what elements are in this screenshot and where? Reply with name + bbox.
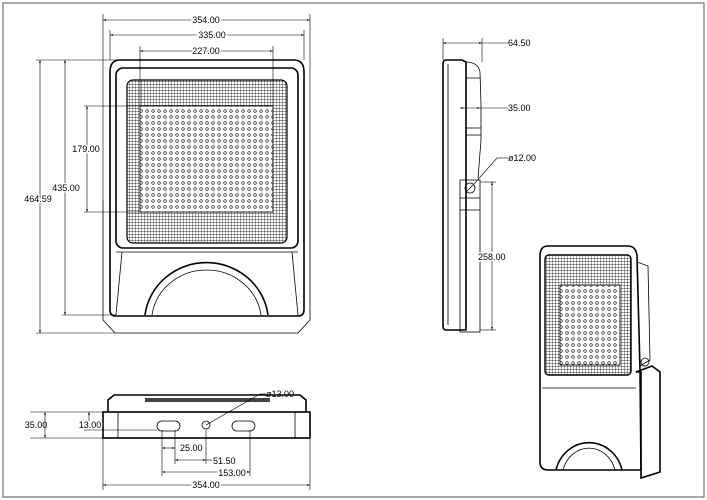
dim-hole-diameter: ø13.00 bbox=[266, 389, 294, 399]
dim-slot-length: 25.00 bbox=[180, 443, 203, 453]
dim-bottom-overall-width: 354.00 bbox=[192, 480, 220, 490]
pivot-bolt bbox=[464, 182, 476, 194]
dim-overall-height: 464.59 bbox=[24, 194, 52, 204]
arch bbox=[144, 261, 269, 316]
dim-pivot-diameter: ø12.00 bbox=[508, 153, 536, 163]
dim-side-depth: 64.50 bbox=[508, 38, 531, 48]
top-plate bbox=[107, 394, 307, 412]
mounting-hole bbox=[201, 420, 211, 430]
side-view: 64.50 35.00 ø12.00 258.00 bbox=[442, 38, 536, 333]
iso-bracket bbox=[635, 365, 661, 480]
dim-body-depth: 35.00 bbox=[508, 103, 531, 113]
side-housing bbox=[442, 59, 467, 331]
isometric-view bbox=[539, 245, 661, 480]
bottom-view: ø13.00 35.00 13.00 25.00 51.50 153.00 35… bbox=[25, 389, 311, 492]
dim-led-height: 179.00 bbox=[72, 144, 100, 154]
dim-frame-width: 335.00 bbox=[198, 30, 226, 40]
mounting-slot bbox=[231, 420, 256, 432]
bracket bbox=[459, 179, 481, 333]
dim-frame-height: 435.00 bbox=[52, 183, 80, 193]
dim-depth: 35.00 bbox=[25, 420, 48, 430]
dim-bracket-length: 258.00 bbox=[478, 252, 506, 262]
dim-slot-spacing: 153.00 bbox=[218, 468, 246, 478]
dim-overall-width: 354.00 bbox=[192, 15, 220, 25]
frame-outline bbox=[109, 59, 305, 317]
mounting-slot bbox=[156, 420, 181, 432]
dim-slot-to-hole: 51.50 bbox=[213, 456, 236, 466]
iso-housing bbox=[539, 245, 642, 471]
front-view: 354.00 335.00 227.00 464.59 435.00 179.0… bbox=[23, 14, 311, 334]
housing-outline bbox=[102, 200, 311, 334]
dim-led-width: 227.00 bbox=[192, 46, 220, 56]
dim-slot-offset: 13.00 bbox=[79, 420, 102, 430]
bottom-body bbox=[102, 411, 311, 439]
